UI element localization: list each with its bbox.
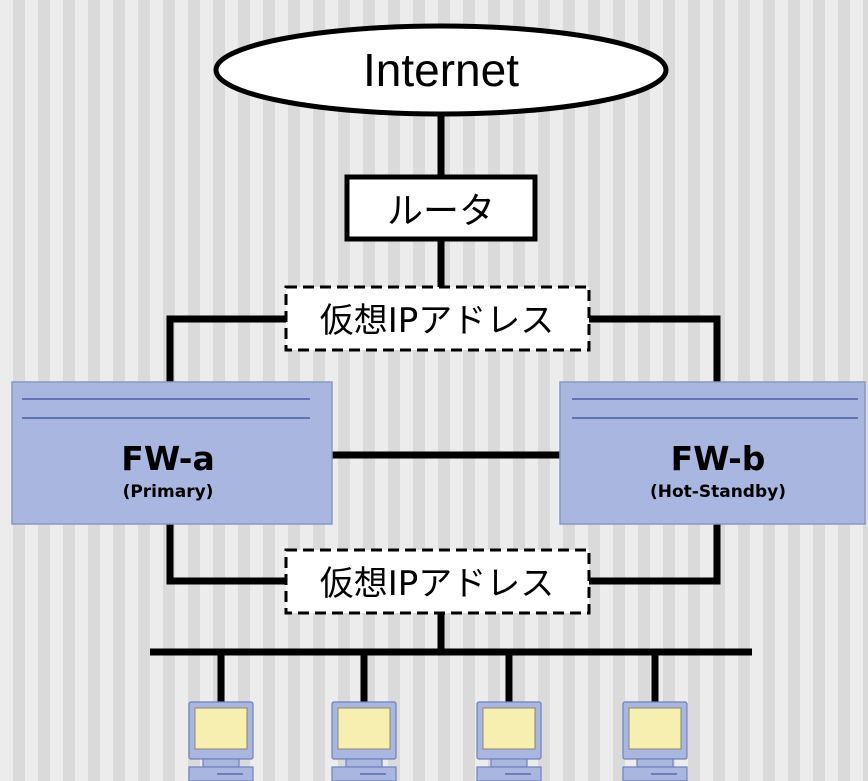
vip-upper-label: 仮想IPアドレス bbox=[320, 301, 555, 341]
client-pc-stand bbox=[202, 758, 240, 768]
client-pc-screen bbox=[194, 707, 248, 750]
fw-a-name: FW-a bbox=[121, 439, 214, 478]
client-pc-stand bbox=[490, 758, 528, 768]
router-label: ルータ bbox=[387, 191, 495, 232]
fw-b-role: (Hot-Standby) bbox=[650, 482, 786, 502]
client-pc-screen bbox=[337, 707, 391, 750]
vip-lower-box bbox=[284, 548, 591, 615]
client-pc-screen bbox=[482, 707, 536, 750]
client-pc-3 bbox=[476, 701, 542, 781]
fw-b-panel bbox=[559, 381, 866, 525]
vip-upper-node: 仮想IPアドレス bbox=[284, 285, 591, 352]
vip-lower-node: 仮想IPアドレス bbox=[284, 548, 591, 615]
fw-a-role: (Primary) bbox=[123, 482, 214, 502]
internet-label: Internet bbox=[363, 44, 519, 96]
vip-lower-label: 仮想IPアドレス bbox=[320, 564, 555, 604]
client-pc-screen bbox=[628, 707, 682, 750]
client-pc-2 bbox=[331, 701, 397, 781]
fw-b-device: FW-b (Hot-Standby) bbox=[559, 381, 866, 525]
router-box bbox=[344, 174, 538, 242]
internet-node: Internet bbox=[213, 23, 669, 117]
client-pc-4 bbox=[622, 701, 688, 781]
internet-ellipse bbox=[213, 23, 669, 117]
client-pc-stand bbox=[636, 758, 674, 768]
link-fw-b-vip-lower bbox=[589, 524, 721, 585]
vip-upper-box bbox=[284, 285, 591, 352]
link-vip-upper-fw-b bbox=[589, 315, 721, 382]
link-fw-a-vip-lower bbox=[166, 524, 286, 585]
client-pc-stand bbox=[345, 758, 383, 768]
router-node: ルータ bbox=[344, 174, 538, 242]
link-vip-upper-fw-a bbox=[166, 315, 286, 382]
fw-a-panel bbox=[11, 381, 333, 525]
client-pc-1 bbox=[188, 701, 254, 781]
connection-lines bbox=[150, 110, 752, 702]
fw-a-device: FW-a (Primary) bbox=[11, 381, 333, 525]
fw-b-name: FW-b bbox=[671, 439, 766, 478]
